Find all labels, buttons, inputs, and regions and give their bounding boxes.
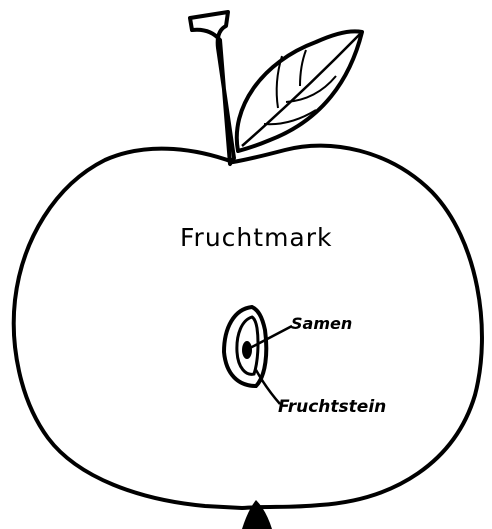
label-fruchtmark: Fruchtmark — [180, 223, 333, 252]
apple-stem — [188, 10, 236, 166]
label-samen: Samen — [291, 314, 353, 333]
leader-line-seed — [249, 324, 293, 350]
apple-leaf — [234, 29, 364, 153]
seed-samen — [242, 341, 252, 359]
apple-outline — [11, 143, 484, 510]
blossom-end — [242, 500, 272, 529]
core-fruchtstein — [221, 304, 269, 389]
label-fruchtstein: Fruchtstein — [278, 397, 387, 417]
leader-line-stone — [254, 369, 281, 405]
